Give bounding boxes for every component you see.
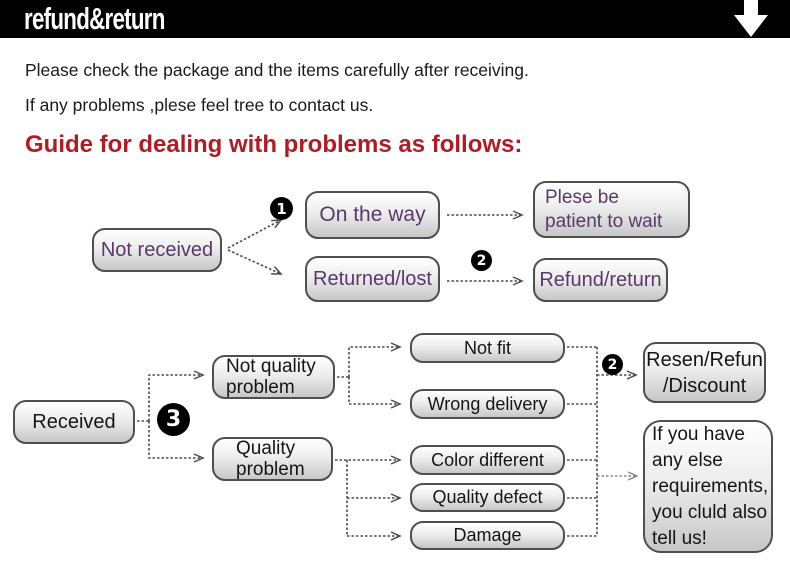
intro-line-1: Please check the package and the items c…	[25, 60, 529, 80]
step-3-badge: 3	[157, 403, 190, 436]
node-refund-return: Refund/return	[533, 258, 668, 302]
node-wrong-delivery: Wrong delivery	[410, 389, 565, 419]
step-2-badge-flow2: 2	[602, 354, 623, 375]
node-resend-refund-discount: Resen/Refun /Discount	[643, 342, 766, 403]
guide-heading: Guide for dealing with problems as follo…	[25, 131, 523, 158]
node-not-quality-problem: Not quality problem	[212, 355, 335, 399]
down-arrow-icon	[734, 0, 768, 37]
node-quality-defect: Quality defect	[410, 483, 565, 512]
header-bar: refund&return	[0, 0, 790, 38]
node-else-requirements: If you have any else requirements, you c…	[643, 420, 773, 553]
node-color-different: Color different	[410, 445, 565, 475]
step-1-badge: 1	[270, 197, 293, 220]
node-on-the-way: On the way	[305, 191, 440, 239]
page-title: refund&return	[24, 1, 165, 36]
node-please-be-patient: Plese be patient to wait	[533, 181, 690, 238]
node-not-fit: Not fit	[410, 333, 565, 363]
node-damage: Damage	[410, 521, 565, 550]
node-quality-problem: Quality problem	[212, 437, 333, 481]
intro-line-2: If any problems ,plese feel tree to cont…	[25, 95, 374, 115]
step-2-badge-flow1: 2	[471, 250, 492, 271]
node-returned-lost: Returned/lost	[305, 256, 440, 302]
node-not-received: Not received	[92, 228, 222, 272]
node-received: Received	[13, 400, 135, 444]
